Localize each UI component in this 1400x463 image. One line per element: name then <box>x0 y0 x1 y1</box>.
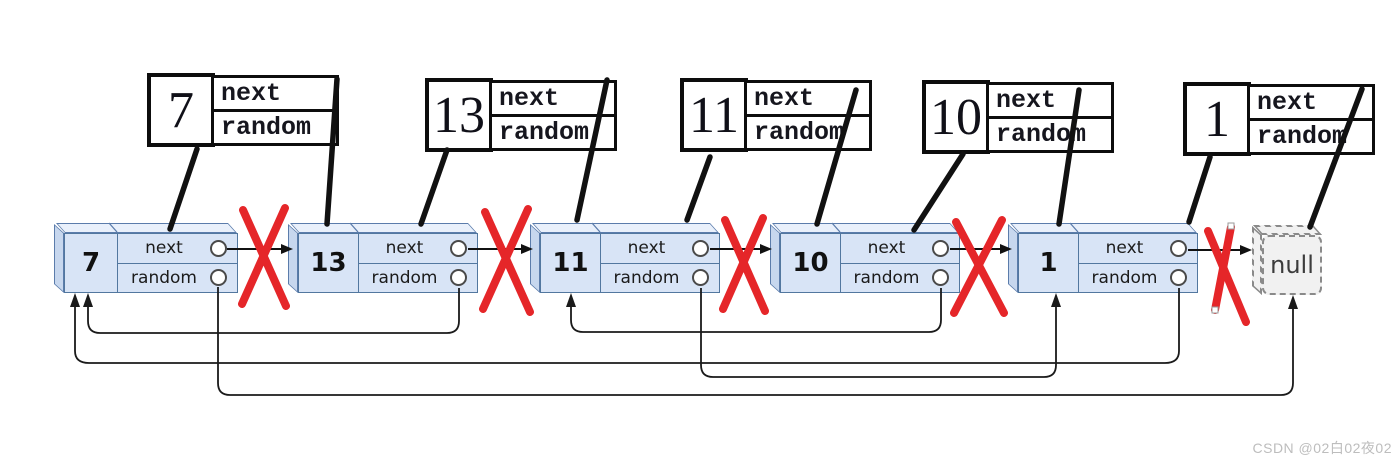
cross-13-11 <box>479 205 534 316</box>
next-field-label: next <box>145 238 183 259</box>
null-side-face <box>1252 225 1262 295</box>
random-pointer-1-to-7 <box>74 288 1180 364</box>
next-field-label: next <box>385 238 424 259</box>
node-side-face <box>770 223 780 293</box>
watermark: CSDN @02白02夜02 <box>1252 440 1392 456</box>
link-node10-to-copy10 <box>911 151 966 233</box>
node-top-face <box>531 223 719 233</box>
node-value: 11 <box>541 234 601 292</box>
random-pointer-13-to-7 <box>87 288 460 334</box>
arrowhead-into-null <box>1288 295 1298 309</box>
link-node11-to-copy11 <box>684 154 713 223</box>
list-node-13: 13 next random <box>288 223 478 293</box>
link-node1-to-copy1 <box>1186 154 1213 225</box>
copy-node-fields: next random <box>744 79 872 151</box>
copy-random-field: random <box>747 113 869 148</box>
list-node-11: 11 next random <box>530 223 720 293</box>
random-pointer-dot <box>932 269 949 287</box>
list-node-1: 1 next random <box>1008 223 1198 293</box>
copy-next-field: next <box>996 85 1057 115</box>
copy-node-box-11: 11 next random <box>680 78 872 152</box>
node-top-face <box>289 223 477 233</box>
node-front-face: 10 next random <box>780 233 960 293</box>
random-pointer-curves <box>74 287 1294 396</box>
cross-10-1 <box>950 216 1008 317</box>
next-field-label: next <box>867 238 906 259</box>
copy-next-field: next <box>1257 87 1318 117</box>
random-field-label: random <box>371 267 438 288</box>
node-front-face: 1 next random <box>1018 233 1198 293</box>
copy-random-field: random <box>214 108 336 143</box>
copy-next-field: next <box>221 78 282 108</box>
node-front-face: 13 next random <box>298 233 478 293</box>
copy-node-value: 10 <box>922 80 990 154</box>
node-top-face <box>1009 223 1197 233</box>
copy-node-fields: next random <box>1247 83 1375 155</box>
next-pointer-dot <box>692 239 709 257</box>
cross-7-13 <box>238 204 290 310</box>
random-field-label: random <box>1091 267 1158 288</box>
random-pointer-arrowheads <box>70 293 1298 309</box>
cross-1-null <box>1204 223 1250 326</box>
node-front-face: 7 next random <box>64 233 238 293</box>
arrowhead-into-node7-from-1 <box>70 293 80 307</box>
list-node-7: 7 next random <box>54 223 238 293</box>
node-top-face <box>55 223 238 233</box>
copy-node-box-7: 7 next random <box>147 73 339 147</box>
random-field-label: random <box>853 267 920 288</box>
random-field-label: random <box>613 267 680 288</box>
node-value: 13 <box>299 234 359 292</box>
copy-node-box-1: 1 next random <box>1183 82 1375 156</box>
arrowhead-into-node11 <box>566 293 576 307</box>
arrowhead-into-node1 <box>1051 293 1061 307</box>
random-field-label: random <box>131 267 197 288</box>
copy-node-fields: next random <box>489 79 617 151</box>
link-node13-to-copy13 <box>418 147 450 227</box>
copy-node-value: 7 <box>147 73 215 147</box>
random-pointer-dot <box>1170 269 1187 287</box>
next-pointer-dot <box>932 239 949 257</box>
list-node-10: 10 next random <box>770 223 960 293</box>
random-pointer-dot <box>210 269 227 287</box>
arrowhead-into-node7-from-13 <box>83 293 93 307</box>
node-top-face <box>771 223 959 233</box>
copy-random-field: random <box>492 113 614 148</box>
copy-node-value: 13 <box>425 78 493 152</box>
node-front-face: 11 next random <box>540 233 720 293</box>
node-side-face <box>1008 223 1018 293</box>
random-pointer-dot <box>692 269 709 287</box>
copy-node-value: 1 <box>1183 82 1251 156</box>
node-side-face <box>54 223 64 293</box>
random-pointer-7-to-null <box>217 287 1294 396</box>
random-pointer-10-to-11 <box>570 288 942 333</box>
null-node: null <box>1252 225 1322 295</box>
copy-next-field: next <box>499 83 560 113</box>
random-pointer-11-to-1 <box>700 288 1057 378</box>
copy-random-field: random <box>989 115 1111 150</box>
random-pointer-dot <box>450 269 467 287</box>
copy-node-box-10: 10 next random <box>922 80 1114 154</box>
copy-node-value: 11 <box>680 78 748 152</box>
next-field-label: next <box>627 238 666 259</box>
copy-node-box-13: 13 next random <box>425 78 617 152</box>
next-pointer-dot <box>1170 239 1187 257</box>
node-value: 1 <box>1019 234 1079 292</box>
copy-next-field: next <box>754 83 815 113</box>
node-side-face <box>530 223 540 293</box>
cross-selection-handles <box>1211 222 1235 314</box>
next-field-label: next <box>1105 238 1144 259</box>
null-label: null <box>1262 235 1322 295</box>
cross-11-10 <box>719 214 769 315</box>
node-side-face <box>288 223 298 293</box>
copy-random-field: random <box>1250 117 1372 152</box>
null-top-face <box>1252 225 1322 235</box>
copy-node-fields: next random <box>211 74 339 146</box>
link-node7-to-copy7 <box>167 146 200 232</box>
copy-node-fields: next random <box>986 81 1114 153</box>
node-value: 7 <box>65 234 118 292</box>
node-value: 10 <box>781 234 841 292</box>
next-pointer-dot <box>210 239 227 257</box>
next-pointer-dot <box>450 239 467 257</box>
